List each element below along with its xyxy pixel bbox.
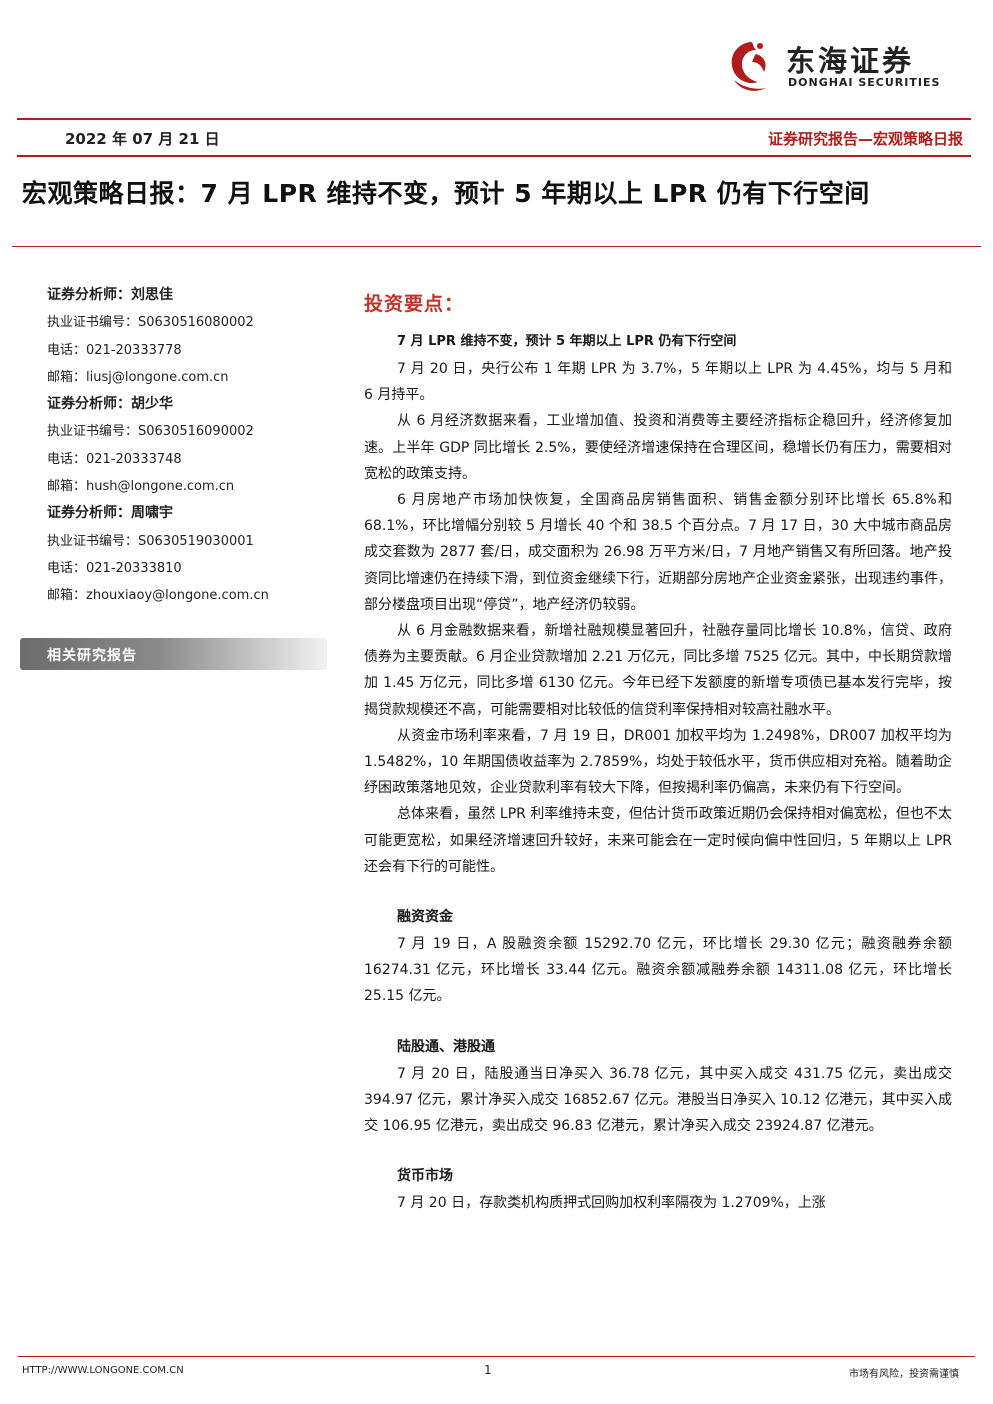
analyst-email: 邮箱：hush@longone.com.cn xyxy=(47,479,235,495)
key-points-headline: 7 月 LPR 维持不变，预计 5 年期以上 LPR 仍有下行空间 xyxy=(397,334,737,349)
title-rule xyxy=(12,246,981,247)
paragraph: 7 月 20 日，存款类机构质押式回购加权利率隔夜为 1.2709%，上涨 xyxy=(397,1195,826,1212)
report-type: 证券研究报告—宏观策略日报 xyxy=(767,130,963,148)
analyst-name: 证券分析师：胡少华 xyxy=(47,396,173,413)
paragraph: 总体来看，虽然 LPR 利率维持未变，但估计货币政策近期仍会保持相对偏宽松，但也… xyxy=(364,806,952,875)
paragraph: 从资金市场利率来看，7 月 19 日，DR001 加权平均为 1.2498%，D… xyxy=(364,727,952,797)
paragraph: 7 月 20 日，央行公布 1 年期 LPR 为 3.7%，5 年期以上 LPR… xyxy=(364,361,952,404)
main-content: 投资要点： 7 月 LPR 维持不变，预计 5 年期以上 LPR 仍有下行空间 … xyxy=(364,289,952,1216)
footer-url-link[interactable]: HTTP://WWW.LONGONE.COM.CN xyxy=(22,1365,184,1376)
report-date: 2022 年 07 月 21 日 xyxy=(65,130,220,148)
analyst-phone: 电话：021-20333810 xyxy=(47,560,182,576)
section-heading-margin-financing: 融资资金 xyxy=(397,909,453,926)
logo-chinese-name: 东海证券 xyxy=(786,44,915,78)
section-heading-money-market: 货币市场 xyxy=(397,1168,453,1185)
header-top-rule xyxy=(17,118,971,120)
company-logo: 东海证券 DONGHAI SECURITIES xyxy=(720,36,970,96)
analyst-phone: 电话：021-20333778 xyxy=(47,342,182,358)
footer-rule xyxy=(18,1356,975,1357)
paragraph: 7 月 20 日，陆股通当日净买入 36.78 亿元，其中买入成交 431.75… xyxy=(364,1065,952,1135)
paragraph: 从 6 月金融数据来看，新增社融规模显著回升，社融存量同比增长 10.8%，信贷… xyxy=(364,623,952,718)
phoenix-logo-icon xyxy=(731,42,766,91)
analyst-email: 邮箱：zhouxiaoy@longone.com.cn xyxy=(47,588,269,604)
analyst-sidebar: 证券分析师：刘思佳 执业证书编号：S0630516080002 电话：021-2… xyxy=(47,282,337,610)
header-band xyxy=(0,118,993,156)
analyst-phone: 电话：021-20333748 xyxy=(47,451,182,467)
related-reports-label: 相关研究报告 xyxy=(47,648,137,664)
page-number: 1 xyxy=(484,1363,492,1377)
logo-english-name: DONGHAI SECURITIES xyxy=(788,76,941,89)
risk-disclaimer: 市场有风险，投资需谨慎 xyxy=(849,1369,959,1380)
analyst-cert: 执业证书编号：S0630516080002 xyxy=(47,315,254,331)
analyst-name: 证券分析师：周啸宇 xyxy=(47,505,173,522)
paragraph: 7 月 19 日，A 股融资余额 15292.70 亿元，环比增长 29.30 … xyxy=(364,936,952,1005)
report-title: 宏观策略日报：7 月 LPR 维持不变，预计 5 年期以上 LPR 仍有下行空间 xyxy=(22,179,870,208)
section-heading-stock-connect: 陆股通、港股通 xyxy=(397,1038,495,1055)
paragraph: 6 月房地产市场加快恢复，全国商品房销售面积、销售金额分别环比增长 65.8%和… xyxy=(364,492,952,613)
header-bottom-rule xyxy=(17,155,971,157)
analyst-cert: 执业证书编号：S0630519030001 xyxy=(47,533,254,549)
analyst-cert: 执业证书编号：S0630516090002 xyxy=(47,424,254,440)
analyst-email: 邮箱：liusj@longone.com.cn xyxy=(47,369,229,385)
analyst-block: 证券分析师：刘思佳 执业证书编号：S0630516080002 电话：021-2… xyxy=(47,282,337,391)
analyst-block: 证券分析师：周啸宇 执业证书编号：S0630519030001 电话：021-2… xyxy=(47,500,337,609)
paragraph: 从 6 月经济数据来看，工业增加值、投资和消费等主要经济指标企稳回升，经济修复加… xyxy=(364,413,952,482)
analyst-name: 证券分析师：刘思佳 xyxy=(47,287,173,303)
related-reports-header: 相关研究报告 xyxy=(20,638,327,670)
analyst-block: 证券分析师：胡少华 执业证书编号：S0630516090002 电话：021-2… xyxy=(47,391,337,500)
key-points-title: 投资要点： xyxy=(364,293,465,315)
